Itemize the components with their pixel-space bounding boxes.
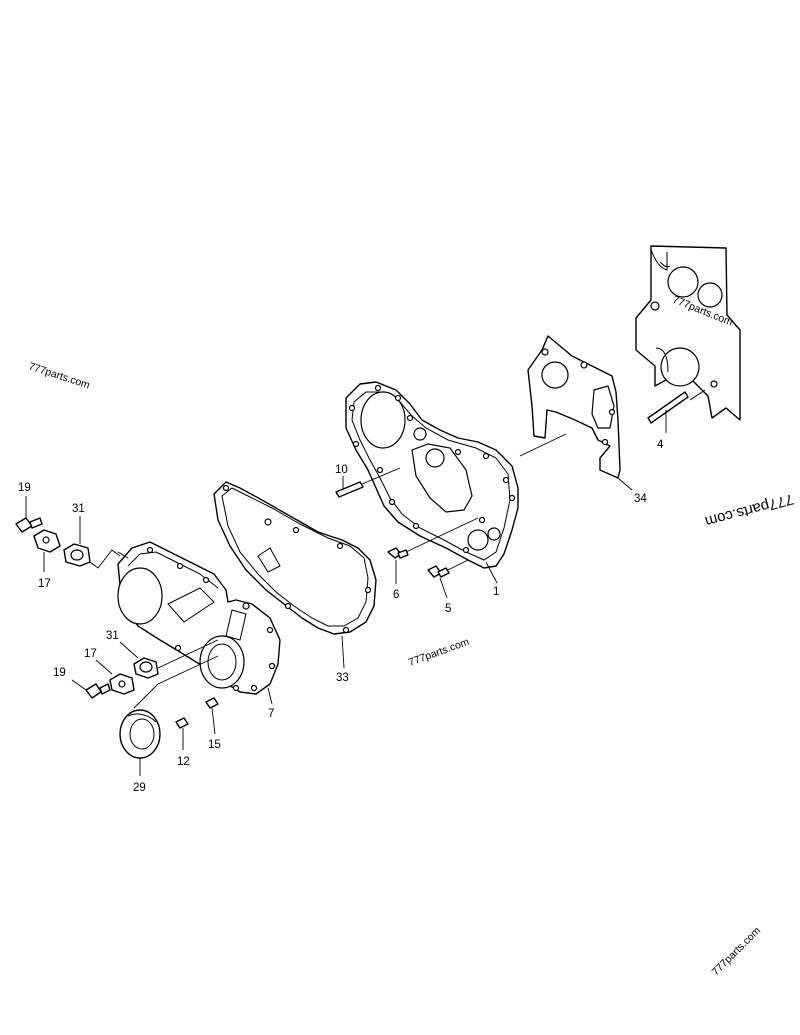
callout-33: 33: [336, 672, 349, 684]
callout-19-lower: 19: [53, 667, 66, 679]
watermark-middle: 777parts.com: [407, 636, 471, 669]
watermark-right-flipped: 777parts.com: [703, 490, 795, 530]
dowel-pin-4: [647, 391, 689, 433]
callout-15: 15: [208, 739, 221, 751]
callout-5: 5: [445, 603, 451, 615]
bolt-5: [427, 559, 469, 599]
plug-assembly-lower: [71, 639, 219, 699]
bolt-6: [387, 517, 479, 584]
bolt-15: [205, 697, 219, 735]
gasket-33: [213, 481, 377, 669]
bolt-12: [175, 717, 189, 750]
watermark-bottom: 777parts.com: [710, 924, 764, 978]
callout-7: 7: [268, 708, 274, 720]
oil-seal-29: [119, 655, 219, 776]
watermark-left: 777parts.com: [27, 360, 91, 391]
pin-10: [335, 467, 401, 498]
callout-29: 29: [133, 782, 146, 794]
callout-19-upper: 19: [18, 482, 31, 494]
engine-block: [635, 245, 741, 421]
callout-31-lower: 31: [106, 630, 119, 642]
plug-assembly-upper: [15, 496, 121, 572]
callout-6: 6: [393, 589, 399, 601]
front-cover-7: [117, 541, 281, 705]
callout-labels: 1 4 5 6 7 10 12 15 17 17 19 19 29 31 31 …: [18, 439, 664, 794]
gasket-plate-34: [519, 335, 633, 491]
callout-12: 12: [177, 756, 190, 768]
callout-17-lower: 17: [84, 648, 97, 660]
callout-1: 1: [493, 586, 499, 598]
callout-34: 34: [634, 493, 647, 505]
callout-31-upper: 31: [72, 503, 85, 515]
callout-17-upper: 17: [38, 578, 51, 590]
timing-gear-case-1: [345, 381, 519, 584]
callout-10: 10: [335, 464, 348, 476]
callout-4: 4: [657, 439, 664, 451]
